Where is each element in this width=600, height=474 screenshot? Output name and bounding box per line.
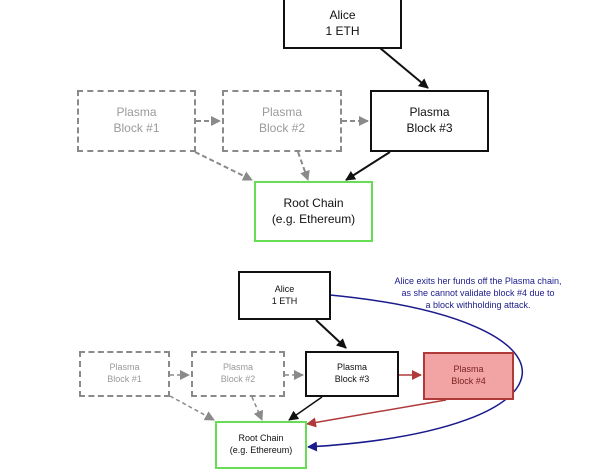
plasma-block-3-top: Plasma Block #3 <box>370 90 489 152</box>
arrow-alice-to-block3-bottom <box>315 319 347 349</box>
alice-balance-bottom: 1 ETH <box>271 295 298 306</box>
alice-name-top: Alice <box>329 7 356 22</box>
plasma-block-2-line1-bottom: Plasma <box>222 362 253 373</box>
alice-name-bottom: Alice <box>274 283 295 294</box>
plasma-block-2-bottom: Plasma Block #2 <box>191 351 285 397</box>
plasma-block-1-line1-bottom: Plasma <box>109 362 140 373</box>
alice-balance-top: 1 ETH <box>325 23 360 38</box>
plasma-block-2-line2-bottom: Block #2 <box>220 374 256 384</box>
plasma-block-4-line2: Block #4 <box>451 376 486 386</box>
root-chain-box-top: Root Chain (e.g. Ethereum) <box>254 181 373 242</box>
plasma-block-1-bottom: Plasma Block #1 <box>79 351 170 397</box>
alice-box-top: Alice 1 ETH <box>283 0 402 49</box>
exit-annotation-line1: Alice exits her funds off the Plasma cha… <box>394 276 562 286</box>
alice-box-bottom: Alice 1 ETH <box>238 271 331 320</box>
exit-annotation: Alice exits her funds off the Plasma cha… <box>368 275 588 311</box>
root-chain-title-bottom: Root Chain <box>238 433 284 444</box>
arrow-alice-exit-to-root-bottom <box>307 294 523 452</box>
arrow-block3-to-root-top <box>345 151 391 181</box>
exit-annotation-line3: a block withholding attack. <box>425 300 531 311</box>
arrow-block2-to-root-bottom <box>251 396 263 421</box>
plasma-block-3-line2-top: Block #3 <box>406 121 453 135</box>
root-chain-subtitle-top: (e.g. Ethereum) <box>271 211 356 226</box>
plasma-block-3-bottom: Plasma Block #3 <box>305 351 399 397</box>
arrow-alice-to-block3-top <box>379 47 429 89</box>
arrow-block4-to-root-bottom <box>306 399 447 428</box>
plasma-block-2-line2-top: Block #2 <box>258 121 306 135</box>
plasma-block-4-line1: Plasma <box>453 364 484 375</box>
root-chain-subtitle-bottom: (e.g. Ethereum) <box>229 445 293 455</box>
arrow-block3-to-root-bottom <box>288 396 323 421</box>
plasma-block-3-line2-bottom: Block #3 <box>334 374 370 384</box>
plasma-block-1-line1-top: Plasma <box>116 105 157 120</box>
root-chain-title-top: Root Chain <box>283 195 344 210</box>
root-chain-box-bottom: Root Chain (e.g. Ethereum) <box>215 421 307 469</box>
plasma-block-1-top: Plasma Block #1 <box>77 90 196 152</box>
arrow-block1-to-root-top <box>194 151 253 181</box>
plasma-block-1-line2-bottom: Block #1 <box>107 374 142 384</box>
plasma-block-3-line1-top: Plasma <box>409 105 450 120</box>
arrow-block1-to-root-bottom <box>169 395 215 421</box>
plasma-block-2-line1-top: Plasma <box>261 105 302 120</box>
plasma-block-4-withheld: Plasma Block #4 <box>423 352 514 400</box>
exit-annotation-line2: as she cannot validate block #4 due to <box>401 288 555 299</box>
plasma-block-2-top: Plasma Block #2 <box>222 90 342 152</box>
plasma-block-1-line2-top: Block #1 <box>113 121 160 135</box>
plasma-block-3-line1-bottom: Plasma <box>336 362 367 373</box>
arrow-block2-to-root-top <box>297 151 310 181</box>
